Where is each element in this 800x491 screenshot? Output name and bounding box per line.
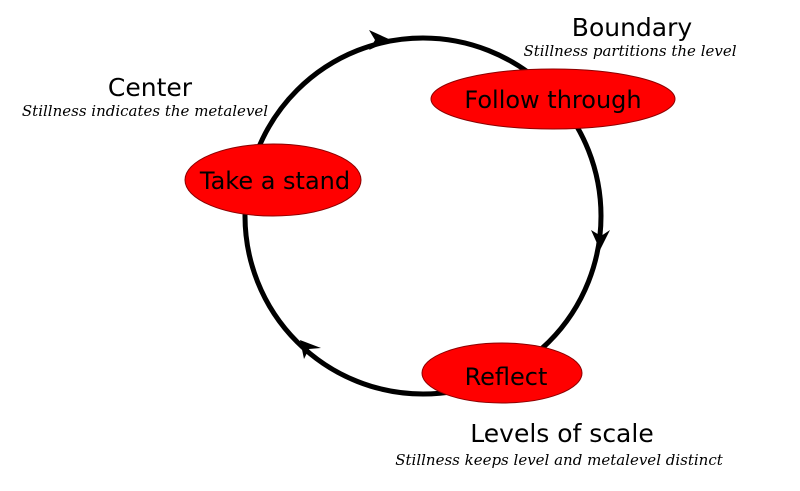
caption-levels-of-scale-title: Levels of scale (470, 419, 653, 448)
cycle-loop (242, 35, 604, 397)
node-follow-through: Follow through (430, 68, 676, 130)
node-take-a-stand-shape (184, 143, 362, 217)
node-reflect: Reflect (421, 342, 583, 404)
arrowhead-top (369, 30, 391, 50)
node-follow-through-shape (430, 68, 676, 130)
node-take-a-stand-label: Take a stand (199, 167, 350, 195)
node-follow-through-label: Follow through (464, 86, 641, 114)
caption-boundary-title: Boundary (572, 13, 693, 42)
caption-boundary: Boundary Stillness partitions the level (523, 13, 736, 60)
node-reflect-shape (421, 342, 583, 404)
caption-levels-of-scale-subtitle: Stillness keeps level and metalevel dist… (395, 451, 724, 469)
arrowhead-right (591, 230, 610, 250)
caption-center-title: Center (108, 73, 193, 102)
node-reflect-label: Reflect (465, 363, 548, 391)
caption-center: Center Stillness indicates the metalevel (22, 73, 268, 120)
caption-levels-of-scale: Levels of scale Stillness keeps level an… (395, 419, 724, 469)
caption-center-subtitle: Stillness indicates the metalevel (22, 102, 268, 120)
arrowhead-bottom-left (300, 340, 321, 359)
caption-boundary-subtitle: Stillness partitions the level (523, 42, 736, 60)
node-take-a-stand: Take a stand (184, 143, 362, 217)
